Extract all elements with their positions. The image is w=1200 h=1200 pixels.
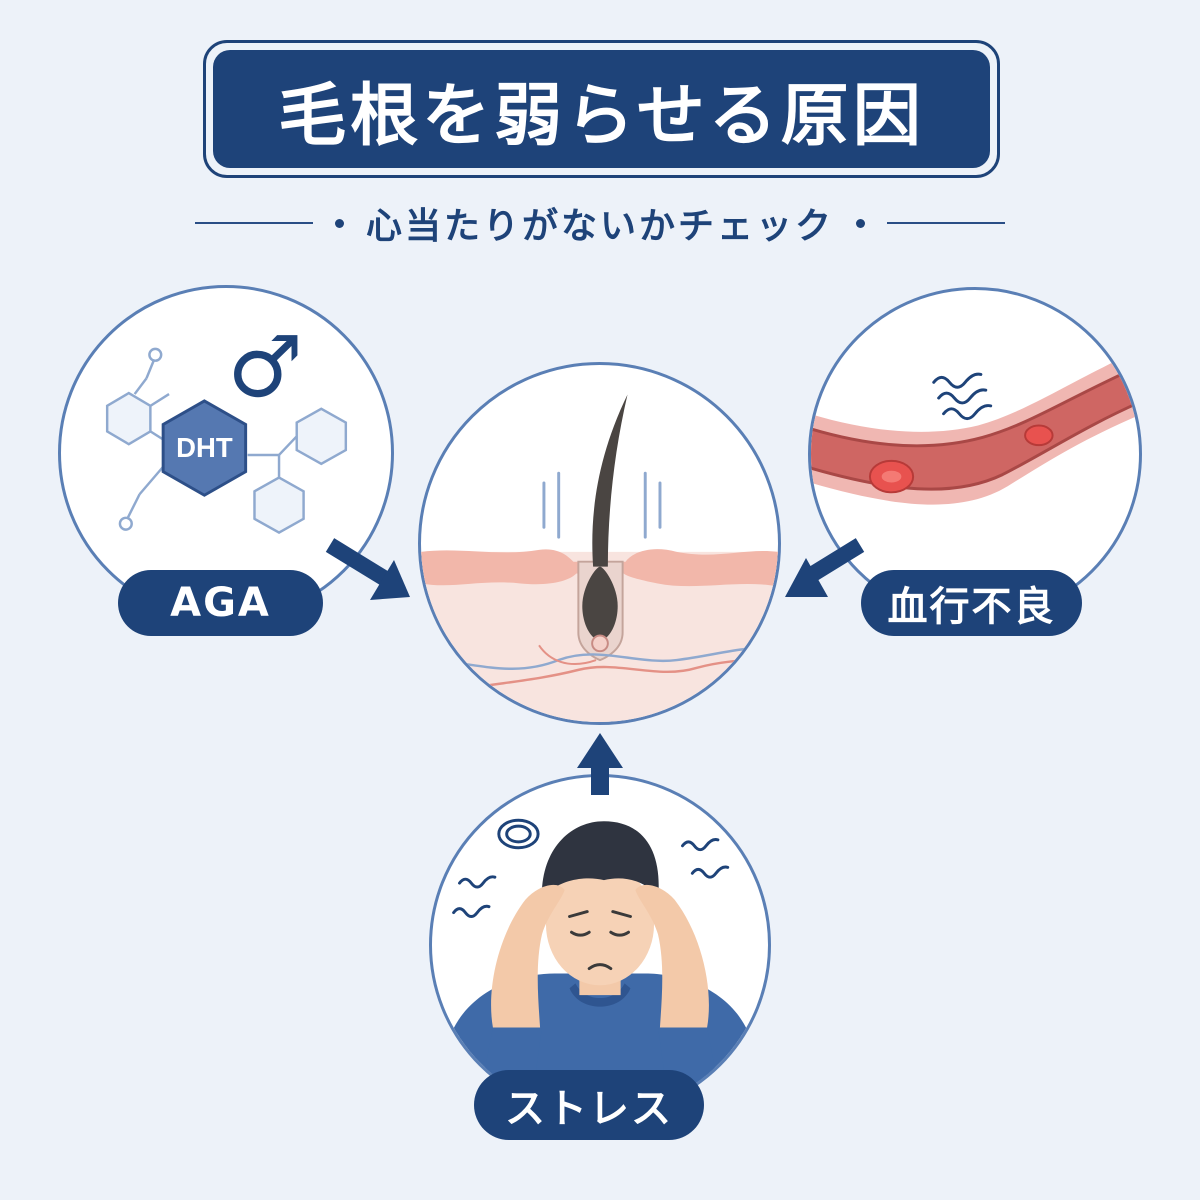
- right-hand: [635, 884, 709, 1028]
- blood-vessel-illustration: [811, 349, 1139, 505]
- frown: [587, 963, 613, 971]
- blood-cell: [1024, 424, 1054, 447]
- dht-hexagon: [161, 399, 248, 497]
- hair-follicle-circle: [418, 362, 781, 725]
- hexagon-small: [105, 391, 152, 446]
- closed-eye: [570, 930, 591, 937]
- hexagon-small: [295, 407, 348, 466]
- squiggle-icon: [452, 838, 730, 918]
- subtitle-row: 心当たりがないかチェック: [195, 200, 1006, 247]
- hair: [541, 821, 659, 900]
- hexagon-small: [253, 476, 305, 534]
- vein-line: [421, 646, 778, 670]
- dht-molecule-illustration: DHT ♂: [105, 318, 348, 534]
- vessel-inner: [811, 366, 1139, 490]
- dot-right: [856, 218, 866, 228]
- aga-label: AGA: [118, 570, 323, 636]
- dht-label: DHT: [176, 432, 233, 463]
- closed-eye: [609, 930, 630, 937]
- subtitle: 心当たりがないかチェック: [366, 206, 835, 247]
- left-hand: [491, 884, 565, 1028]
- dot-left: [335, 218, 344, 228]
- squiggle-icon: [932, 372, 993, 421]
- hair-follicle-illustration: [421, 394, 778, 722]
- blood-flow-label: 血行不良: [861, 570, 1082, 636]
- artery-line: [460, 656, 778, 691]
- swirl-icon: [497, 818, 540, 850]
- hair-strand: [592, 394, 628, 567]
- page-title: 毛根を弱らせる原因: [213, 50, 990, 168]
- face: [545, 863, 655, 986]
- male-symbol-icon: ♂: [227, 318, 303, 416]
- aga-circle: DHT ♂: [58, 285, 394, 621]
- stress-label: ストレス: [474, 1070, 704, 1140]
- title-frame: 毛根を弱らせる原因: [203, 40, 1000, 178]
- stress-circle: [429, 774, 771, 1116]
- hair-bulb: [582, 566, 618, 641]
- divider-left: [195, 222, 313, 224]
- divider-right: [887, 222, 1006, 224]
- motion-lines-icon: [542, 471, 662, 539]
- stressed-person-illustration: [432, 818, 768, 1113]
